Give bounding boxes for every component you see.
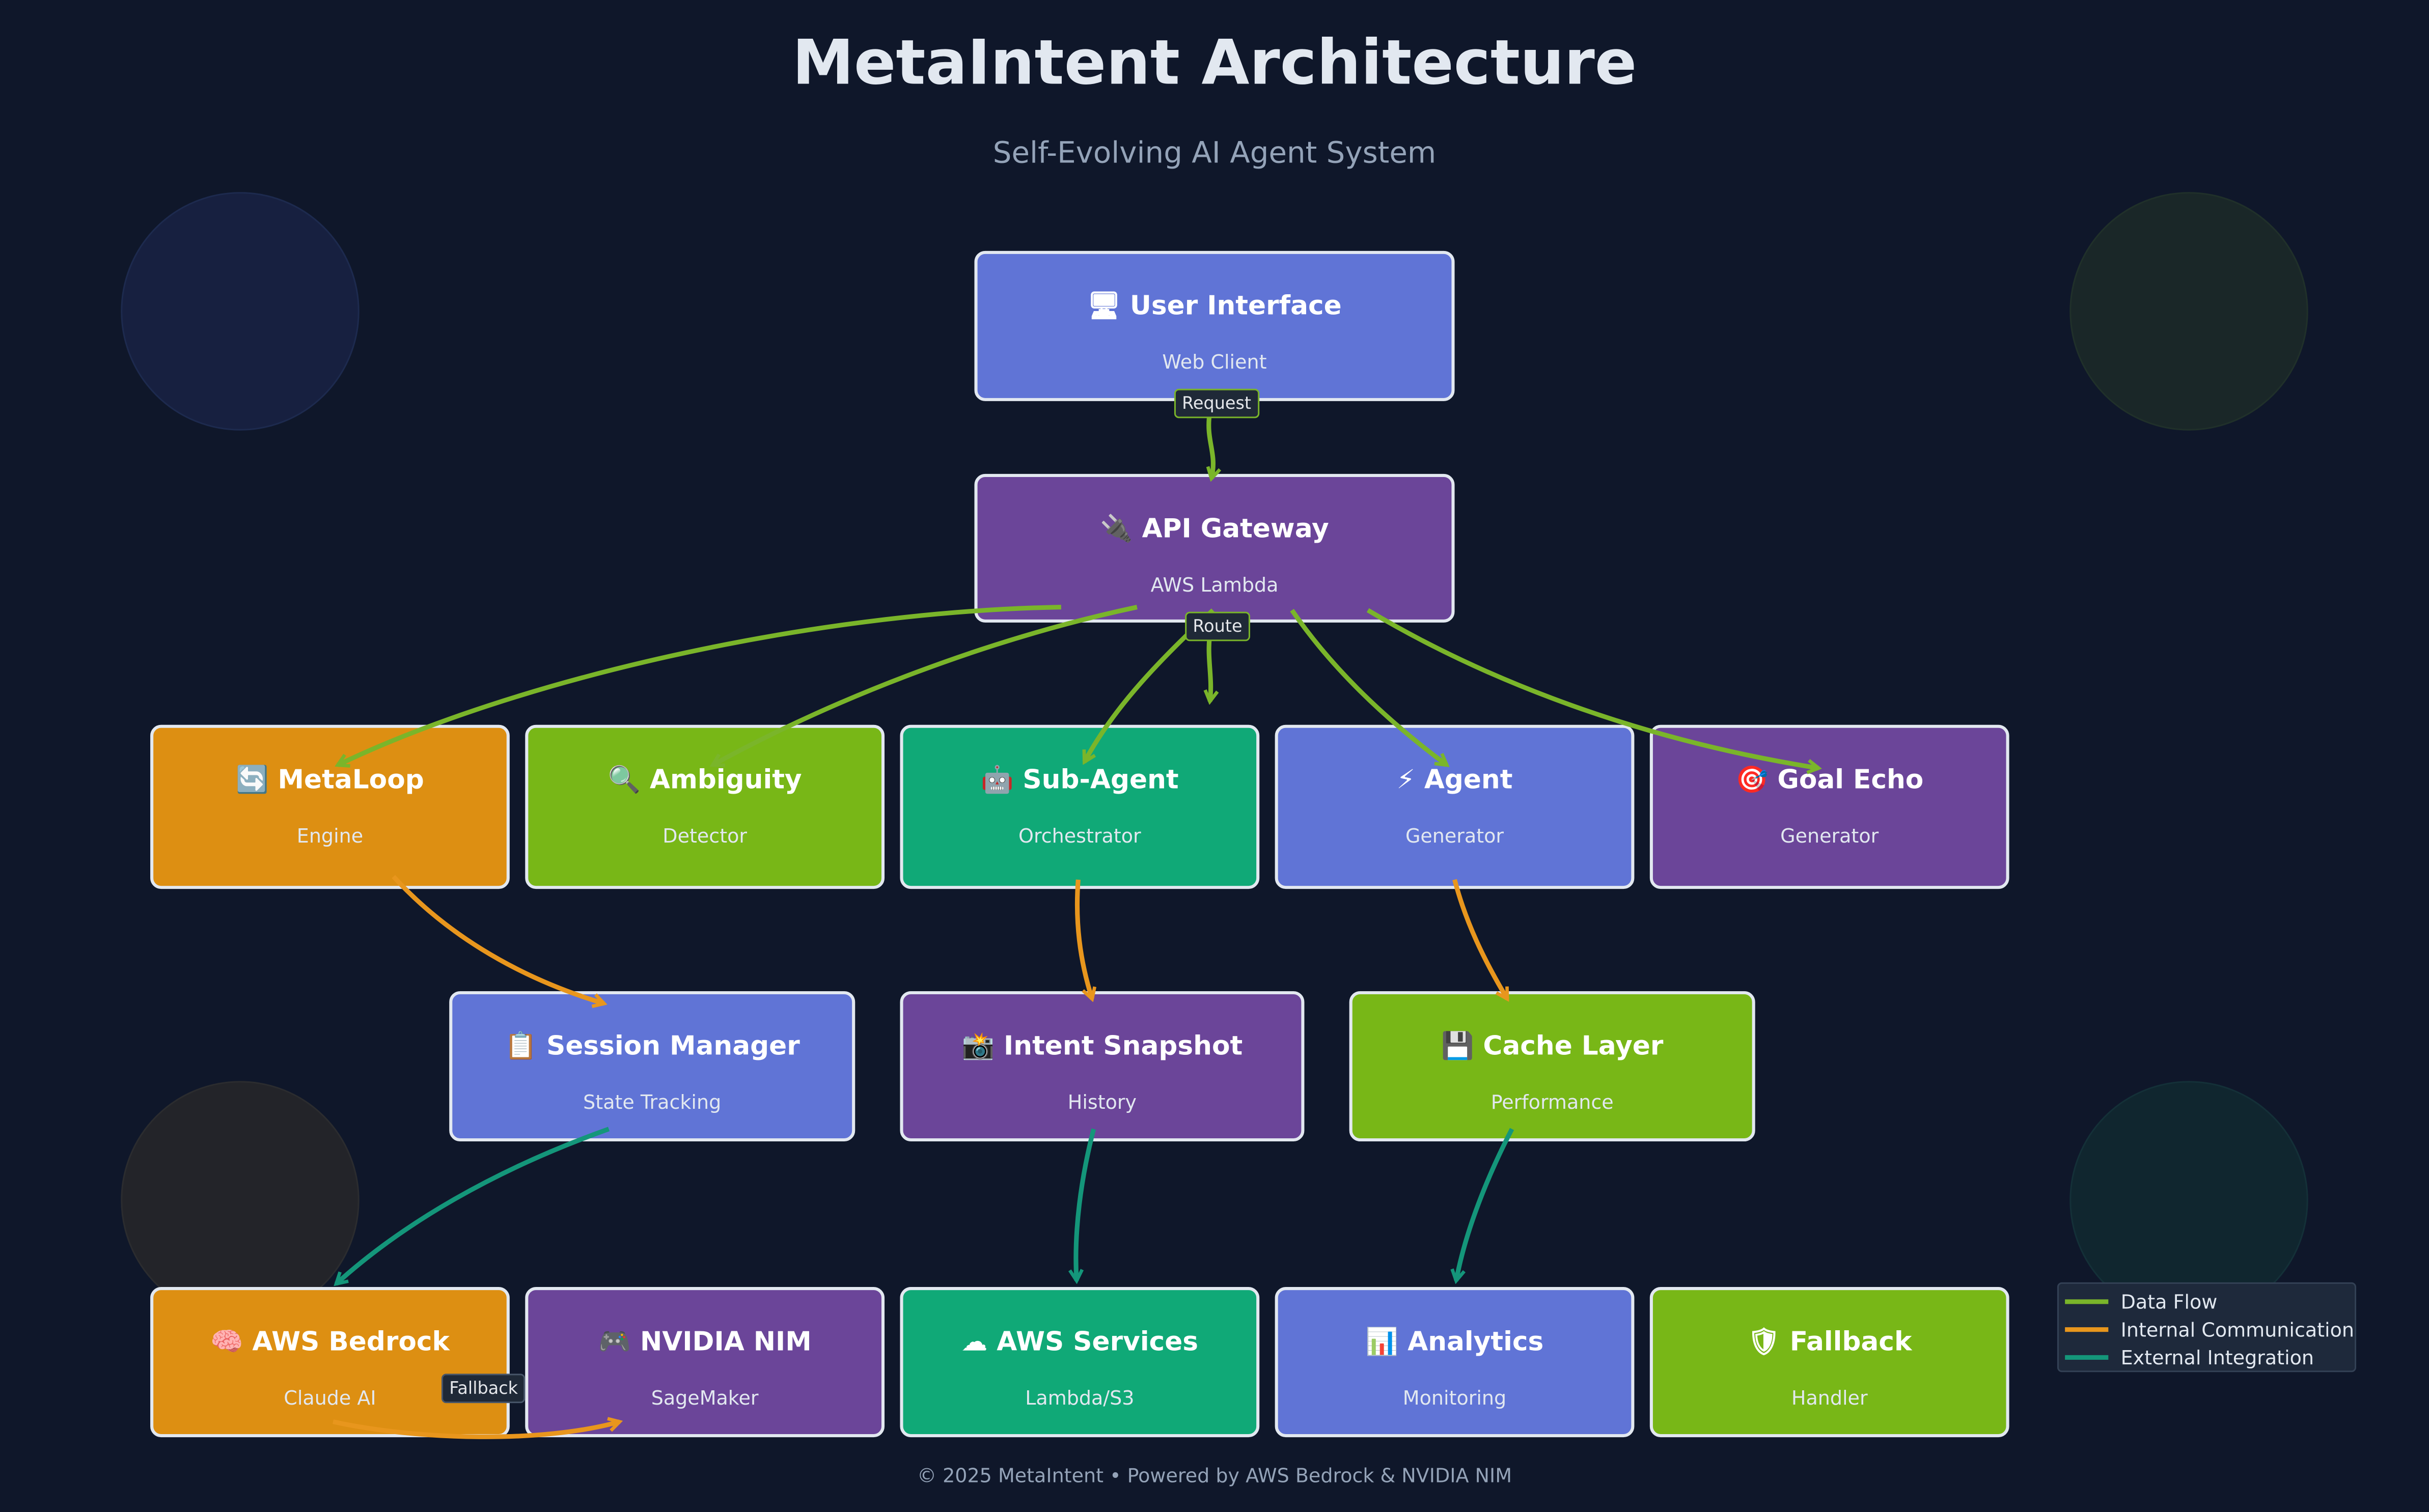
node-sub-agent-subtitle: Orchestrator: [1018, 824, 1141, 848]
node-cache-layer-title: 💾 Cache Layer: [1441, 1031, 1664, 1062]
edge-label-route: Route: [1185, 611, 1250, 641]
node-cache-layer-subtitle: Performance: [1490, 1090, 1614, 1114]
node-session-manager-subtitle: State Tracking: [583, 1090, 722, 1114]
footer-text: © 2025 MetaIntent • Powered by AWS Bedro…: [917, 1463, 1512, 1487]
node-sub-agent-title: 🤖 Sub-Agent: [981, 765, 1179, 796]
node-ambiguity-subtitle: Detector: [663, 824, 748, 848]
node-fallback: 🛡 Fallback Handler: [1649, 1286, 2009, 1438]
node-api-gateway: 🔌 API Gateway AWS Lambda: [974, 473, 1455, 623]
edge-gateway-route: [1209, 634, 1211, 702]
legend-swatch-internal-communication: [2065, 1326, 2109, 1331]
node-agent: ⚡ Agent Generator: [1275, 724, 1635, 889]
node-metaloop: 🔄 MetaLoop Engine: [150, 724, 510, 889]
node-user-interface-title: 🖥 User Interface: [1087, 291, 1342, 322]
edge-agent-to-cache-layer: [1452, 879, 1509, 999]
node-api-gateway-subtitle: AWS Lambda: [1150, 573, 1279, 597]
legend-label-internal-communication: Internal Communication: [2120, 1317, 2354, 1340]
node-sub-agent: 🤖 Sub-Agent Orchestrator: [900, 724, 1260, 889]
node-analytics-subtitle: Monitoring: [1402, 1386, 1507, 1410]
node-aws-services-subtitle: Lambda/S3: [1025, 1386, 1135, 1410]
legend-item-external-integration: External Integration: [2065, 1345, 2314, 1369]
edge-sub-agent-to-intent-snapshot: [1074, 879, 1092, 999]
legend-item-internal-communication: Internal Communication: [2065, 1317, 2354, 1341]
node-metaloop-subtitle: Engine: [296, 824, 364, 848]
edge-metaloop-to-session-manager: [392, 875, 604, 1003]
node-goal-echo-subtitle: Generator: [1780, 824, 1879, 848]
decorative-circle-top-left: [121, 192, 360, 431]
node-aws-services: ☁ AWS Services Lambda/S3: [900, 1286, 1260, 1438]
node-nvidia-nim-subtitle: SageMaker: [651, 1386, 759, 1410]
edge-intent-snapshot-to-aws-services: [1076, 1128, 1096, 1281]
node-nvidia-nim-title: 🎮 NVIDIA NIM: [598, 1327, 812, 1358]
node-user-interface: 🖥 User Interface Web Client: [974, 250, 1455, 401]
edge-gateway-to-metaloop: [338, 604, 1061, 765]
edge-ui-to-gateway: [1209, 411, 1213, 479]
node-fallback-title: 🛡 Fallback: [1747, 1327, 1912, 1358]
node-goal-echo: 🎯 Goal Echo Generator: [1649, 724, 2009, 889]
legend-swatch-data-flow: [2065, 1298, 2109, 1303]
node-intent-snapshot: 📸 Intent Snapshot History: [900, 991, 1305, 1142]
edge-gateway-to-ambiguity: [712, 605, 1138, 767]
node-api-gateway-title: 🔌 API Gateway: [1100, 514, 1329, 545]
node-user-interface-subtitle: Web Client: [1162, 350, 1267, 374]
node-aws-bedrock-title: 🧠 AWS Bedrock: [210, 1327, 450, 1358]
node-aws-bedrock: 🧠 AWS Bedrock Claude AI: [150, 1286, 510, 1438]
node-ambiguity: 🔍 Ambiguity Detector: [525, 724, 885, 889]
node-goal-echo-title: 🎯 Goal Echo: [1735, 765, 1924, 796]
legend-label-data-flow: Data Flow: [2120, 1289, 2218, 1313]
node-fallback-subtitle: Handler: [1791, 1386, 1868, 1410]
edge-label-fallback: Fallback: [441, 1374, 526, 1404]
node-ambiguity-title: 🔍 Ambiguity: [608, 765, 802, 796]
edge-session-manager-to-bedrock: [336, 1127, 610, 1284]
legend-item-data-flow: Data Flow: [2065, 1289, 2217, 1313]
node-session-manager-title: 📋 Session Manager: [504, 1031, 800, 1062]
diagram-subtitle: Self-Evolving AI Agent System: [992, 136, 1437, 171]
diagram-title: MetaIntent Architecture: [792, 27, 1637, 99]
node-agent-subtitle: Generator: [1405, 824, 1504, 848]
node-session-manager: 📋 Session Manager State Tracking: [449, 991, 855, 1142]
node-intent-snapshot-subtitle: History: [1067, 1090, 1137, 1114]
node-analytics: 📊 Analytics Monitoring: [1275, 1286, 1635, 1438]
edge-bedrock-fallback-to-nim: [333, 1422, 620, 1439]
edge-gateway-to-agent: [1290, 609, 1447, 765]
node-intent-snapshot-title: 📸 Intent Snapshot: [961, 1031, 1243, 1062]
node-cache-layer: 💾 Cache Layer Performance: [1349, 991, 1755, 1142]
node-analytics-title: 📊 Analytics: [1365, 1327, 1544, 1358]
legend-label-external-integration: External Integration: [2120, 1345, 2314, 1368]
decorative-circle-top-right: [2069, 192, 2308, 431]
edge-gateway-to-goal-echo: [1366, 608, 1818, 768]
node-nvidia-nim: 🎮 NVIDIA NIM SageMaker: [525, 1286, 885, 1438]
node-aws-bedrock-subtitle: Claude AI: [284, 1386, 376, 1410]
node-aws-services-title: ☁ AWS Services: [961, 1327, 1199, 1358]
legend: Data Flow Internal Communication Externa…: [2057, 1282, 2357, 1373]
edge-cache-layer-to-analytics: [1456, 1128, 1514, 1281]
edge-label-request: Request: [1174, 388, 1259, 418]
node-agent-title: ⚡ Agent: [1396, 765, 1513, 796]
node-metaloop-title: 🔄 MetaLoop: [236, 765, 424, 796]
legend-swatch-external-integration: [2065, 1354, 2109, 1359]
decorative-circle-bottom-right: [2069, 1081, 2308, 1320]
